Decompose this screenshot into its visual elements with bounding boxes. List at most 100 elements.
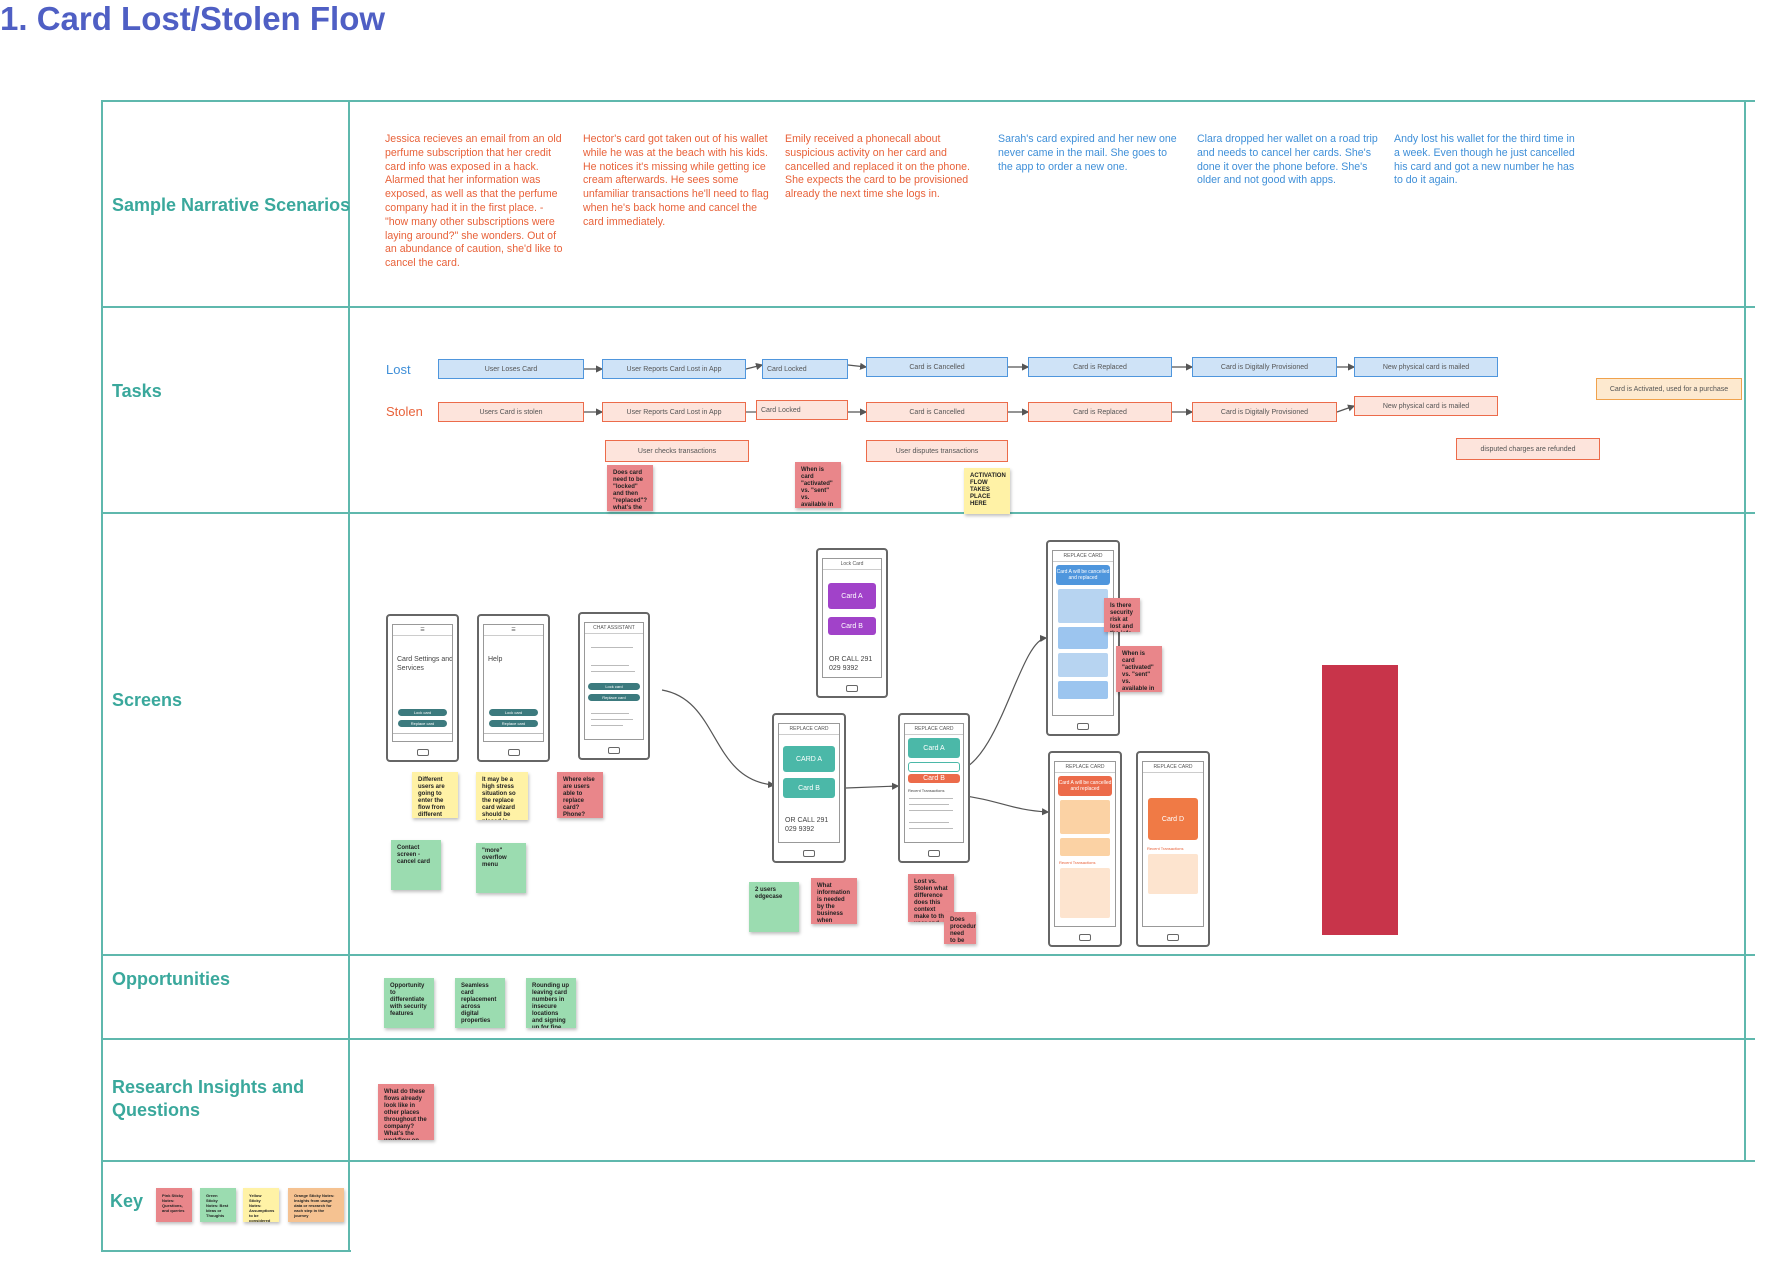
phone-header: REPLACE CARD <box>905 724 963 735</box>
tab-bar-divider <box>393 733 452 734</box>
key-sticky: Orange Sticky Notes: Insights from usage… <box>288 1188 344 1222</box>
task-box-lost: User Reports Card Lost in App <box>602 359 746 379</box>
page-title: 1. Card Lost/Stolen Flow <box>0 0 386 37</box>
scenario-text: Jessica recieves an email from an old pe… <box>385 133 563 270</box>
sticky-note: It may be a high stress situation so the… <box>476 772 528 820</box>
text-line <box>591 671 635 672</box>
card-status-tile: Card A will be cancelled and replaced <box>1058 776 1112 796</box>
card-a-tile[interactable]: Card A <box>828 583 876 609</box>
home-button <box>928 850 940 857</box>
text-line <box>909 810 953 811</box>
sticky-note: What information is needed by the busine… <box>811 878 857 924</box>
card-b-tile[interactable]: Card B <box>828 617 876 635</box>
task-box-lost: Card is Digitally Provisioned <box>1192 357 1337 377</box>
home-button <box>608 747 620 754</box>
replace-card-button[interactable]: Replace card <box>398 720 447 727</box>
home-button <box>507 749 520 756</box>
card-b-tile[interactable]: Card B <box>783 778 835 798</box>
text-line <box>909 822 949 823</box>
text-line <box>591 713 629 714</box>
replace-card-button[interactable]: Replace card <box>588 694 640 701</box>
lock-card-button[interactable]: Lock card <box>588 683 640 690</box>
sticky-note: ACTIVATION FLOW TAKES PLACE HERE <box>964 468 1010 514</box>
task-box-lost: Card is Replaced <box>1028 357 1172 377</box>
sticky-note: Contact screen - cancel card <box>391 840 441 890</box>
task-box-lost: Card Locked <box>762 359 848 379</box>
grid-line <box>101 100 1755 102</box>
info-panel <box>1058 653 1108 677</box>
text-line <box>591 647 633 648</box>
phone-header: ☰ <box>484 625 543 636</box>
info-panel <box>1060 838 1110 856</box>
tab-bar-divider <box>484 733 543 734</box>
card-option[interactable] <box>908 762 960 772</box>
card-status-tile: Card A will be cancelled and replaced <box>1056 565 1110 585</box>
phone-mockup: Lock Card Card A Card B OR CALL 291 029 … <box>816 548 888 698</box>
sticky-note: Seamless card replacement across digital… <box>455 978 505 1028</box>
home-button <box>1079 934 1091 941</box>
home-button <box>1077 723 1089 730</box>
phone-mockup: CHAT ASSISTANT Lock card Replace card <box>578 612 650 760</box>
section-title: Recent Transactions <box>908 788 945 793</box>
text-line <box>591 665 629 666</box>
info-panel <box>1058 681 1108 699</box>
row-label-screens: Screens <box>112 690 183 710</box>
sticky-note: What do these flows already look like in… <box>378 1084 434 1140</box>
sticky-note: When is card "activated" vs. "sent" vs. … <box>1116 646 1162 692</box>
phone-mockup: REPLACE CARD Card A will be cancelled an… <box>1048 751 1122 947</box>
sticky-note: Does card need to be "locked" and then "… <box>607 465 653 511</box>
task-box-lost: User Loses Card <box>438 359 584 379</box>
section-title: Recent Transactions <box>1147 846 1184 851</box>
task-box-activated: Card is Activated, used for a purchase <box>1596 378 1742 400</box>
sticky-note: 2 users edgecase <box>749 882 799 932</box>
task-box-stolen: Users Card is stolen <box>438 402 584 422</box>
home-button <box>803 850 815 857</box>
sticky-note: "more" overflow menu <box>476 843 526 893</box>
info-panel <box>1060 800 1110 834</box>
task-box-stolen: Card is Cancelled <box>866 402 1008 422</box>
home-button <box>1167 934 1179 941</box>
sticky-note: Does procedure need to be different for … <box>944 912 976 944</box>
lock-card-button[interactable]: Lock card <box>398 709 447 716</box>
sticky-note: Different users are going to enter the f… <box>412 772 458 818</box>
grid-line <box>101 1160 1755 1162</box>
text-line <box>591 725 623 726</box>
task-box-stolen: Card is Digitally Provisioned <box>1192 402 1337 422</box>
task-box-lost: New physical card is mailed <box>1354 357 1498 377</box>
grid-line <box>348 100 350 1251</box>
phone-mockup: ☰ Help Lock card Replace card <box>477 614 550 762</box>
card-b-tile[interactable]: Card B <box>908 774 960 783</box>
key-sticky: Pink Sticky Notes: Questions, and querie… <box>156 1188 192 1222</box>
grid-line <box>101 306 1755 308</box>
phone-header: ☰ <box>393 625 452 636</box>
scenario-text: Emily received a phonecall about suspici… <box>785 133 970 201</box>
phone-mockup: REPLACE CARD Card D Recent Transactions <box>1136 751 1210 947</box>
task-box-extra: disputed charges are refunded <box>1456 438 1600 460</box>
phone-title: Help <box>488 656 503 663</box>
row-label-key: Key <box>110 1191 144 1211</box>
phone-header: REPLACE CARD <box>1143 762 1203 773</box>
row-label-research: Research Insights and Questions <box>112 1077 305 1120</box>
grid-line <box>101 954 1755 956</box>
replace-card-button[interactable]: Replace card <box>489 720 538 727</box>
phone-mockup: REPLACE CARD Card A will be cancelled an… <box>1046 540 1120 736</box>
lost-label: Lost <box>386 362 411 377</box>
text-line <box>909 804 949 805</box>
card-a-tile[interactable]: Card A <box>908 738 960 758</box>
home-button <box>416 749 429 756</box>
home-button <box>846 685 858 692</box>
stolen-label: Stolen <box>386 404 423 419</box>
sticky-note: Rounding up leaving card numbers in inse… <box>526 978 576 1028</box>
phone-header: REPLACE CARD <box>779 724 839 735</box>
grid-line <box>101 512 1755 514</box>
red-block <box>1322 665 1398 935</box>
transaction-list <box>1060 868 1110 918</box>
card-d-tile[interactable]: Card D <box>1148 798 1198 840</box>
lock-card-button[interactable]: Lock card <box>489 709 538 716</box>
grid-line <box>101 100 103 1251</box>
scenario-text: Clara dropped her wallet on a road trip … <box>1197 133 1378 187</box>
task-box-lost: Card is Cancelled <box>866 357 1008 377</box>
key-sticky: Yellow Sticky Notes: Assumptions to be c… <box>243 1188 279 1222</box>
card-a-tile[interactable]: CARD A <box>783 746 835 772</box>
phone-mockup: ☰ Card Settings and Services Lock card R… <box>386 614 459 762</box>
